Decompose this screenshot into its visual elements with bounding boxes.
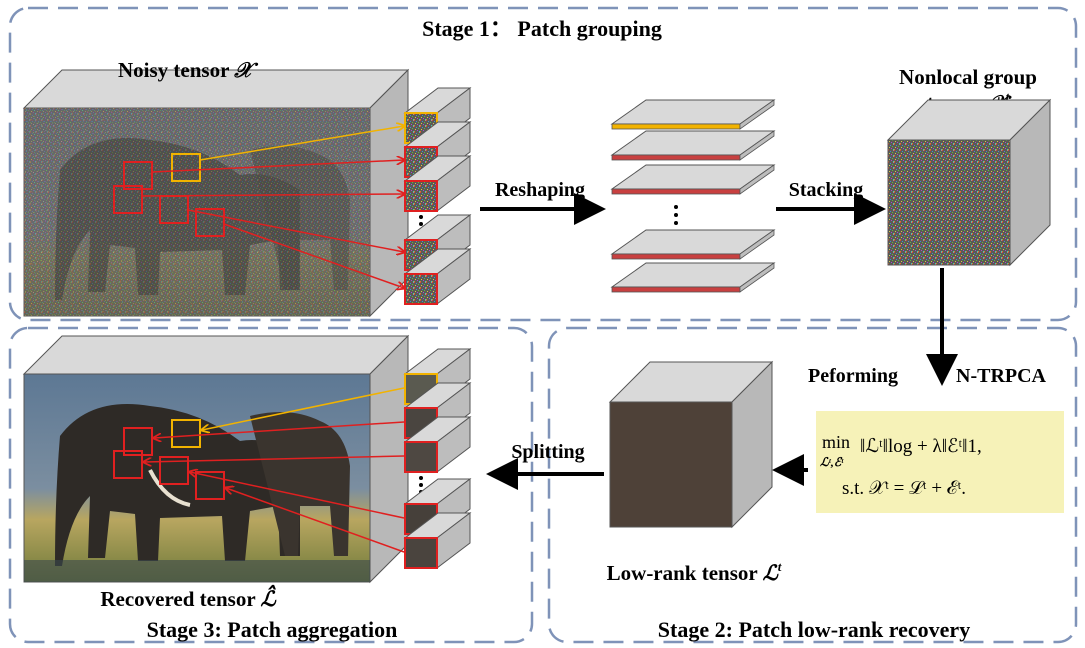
formula-objective: ‖ℒᵗ‖log + λ‖ℰᵗ‖1,: [860, 436, 982, 457]
noisy-tensor-cube: [22, 68, 410, 318]
recovered-tensor-label: Recovered tensor ℒ̂: [100, 584, 276, 611]
formula-constraint: s.t. 𝒳ᵗ = ℒᵗ + ℰᵗ.: [842, 478, 966, 499]
patch-link-highlight: [199, 126, 404, 161]
formula-min: min: [822, 432, 850, 452]
lowrank-tensor-cube: [608, 360, 774, 529]
nonlocal-label-line1: Nonlocal group: [899, 65, 1037, 89]
stage3-border: [8, 326, 534, 644]
noisy-patch-highlight: [171, 153, 201, 182]
stage1-title: Stage 1： Patch grouping: [422, 16, 662, 41]
ntrpca-label: N-TRPCA: [956, 365, 1047, 387]
recovered-tensor-cube: [22, 334, 410, 584]
reshaped-slices: [610, 99, 776, 293]
formula-min-subscript: ℒᵗ,ℰᵗ: [820, 455, 844, 469]
reshaping-label: Reshaping: [495, 179, 585, 201]
stage1-border: [8, 6, 1078, 322]
patch-link: [141, 194, 404, 196]
splitting-label: Splitting: [511, 441, 584, 463]
stage3-patch-stack: [403, 347, 472, 570]
lowrank-label: Low-rank tensor ℒt: [607, 559, 782, 585]
formula-box: [816, 411, 1064, 513]
stacking-label: Stacking: [789, 179, 863, 201]
stage1-patch-stack: [403, 86, 472, 306]
patch-cube: [403, 511, 472, 570]
patch-cube: [403, 154, 472, 213]
slice: [610, 262, 776, 293]
patch-link: [190, 472, 405, 519]
patch-cube: [403, 415, 472, 474]
stage3-title: Stage 3: Patch aggregation: [147, 617, 398, 642]
patch-link: [226, 488, 405, 553]
patch-cube: [403, 247, 472, 306]
nonlocal-group-cube: [886, 98, 1052, 267]
stage2-border: [547, 326, 1078, 644]
noisy-patch: [195, 208, 225, 237]
patch-link: [154, 421, 405, 438]
patch-link-highlight: [202, 387, 405, 430]
performing-label: Peforming: [808, 365, 898, 387]
patch-link: [223, 223, 404, 288]
patch-link: [151, 160, 404, 173]
noisy-patch: [123, 161, 153, 190]
stage2-title: Stage 2: Patch low-rank recovery: [658, 617, 970, 642]
slice: [610, 164, 776, 195]
patch-link: [144, 455, 405, 462]
slice: [610, 130, 776, 161]
patch-link: [187, 209, 404, 252]
noisy-patch: [113, 185, 143, 214]
noisy-tensor-label: Noisy tensor 𝒳: [118, 58, 259, 82]
recovered-patch: [113, 450, 143, 479]
slice: [610, 229, 776, 260]
ellipsis-dots: [674, 205, 678, 225]
recovered-patch: [123, 427, 153, 456]
slice-highlight: [610, 99, 776, 130]
